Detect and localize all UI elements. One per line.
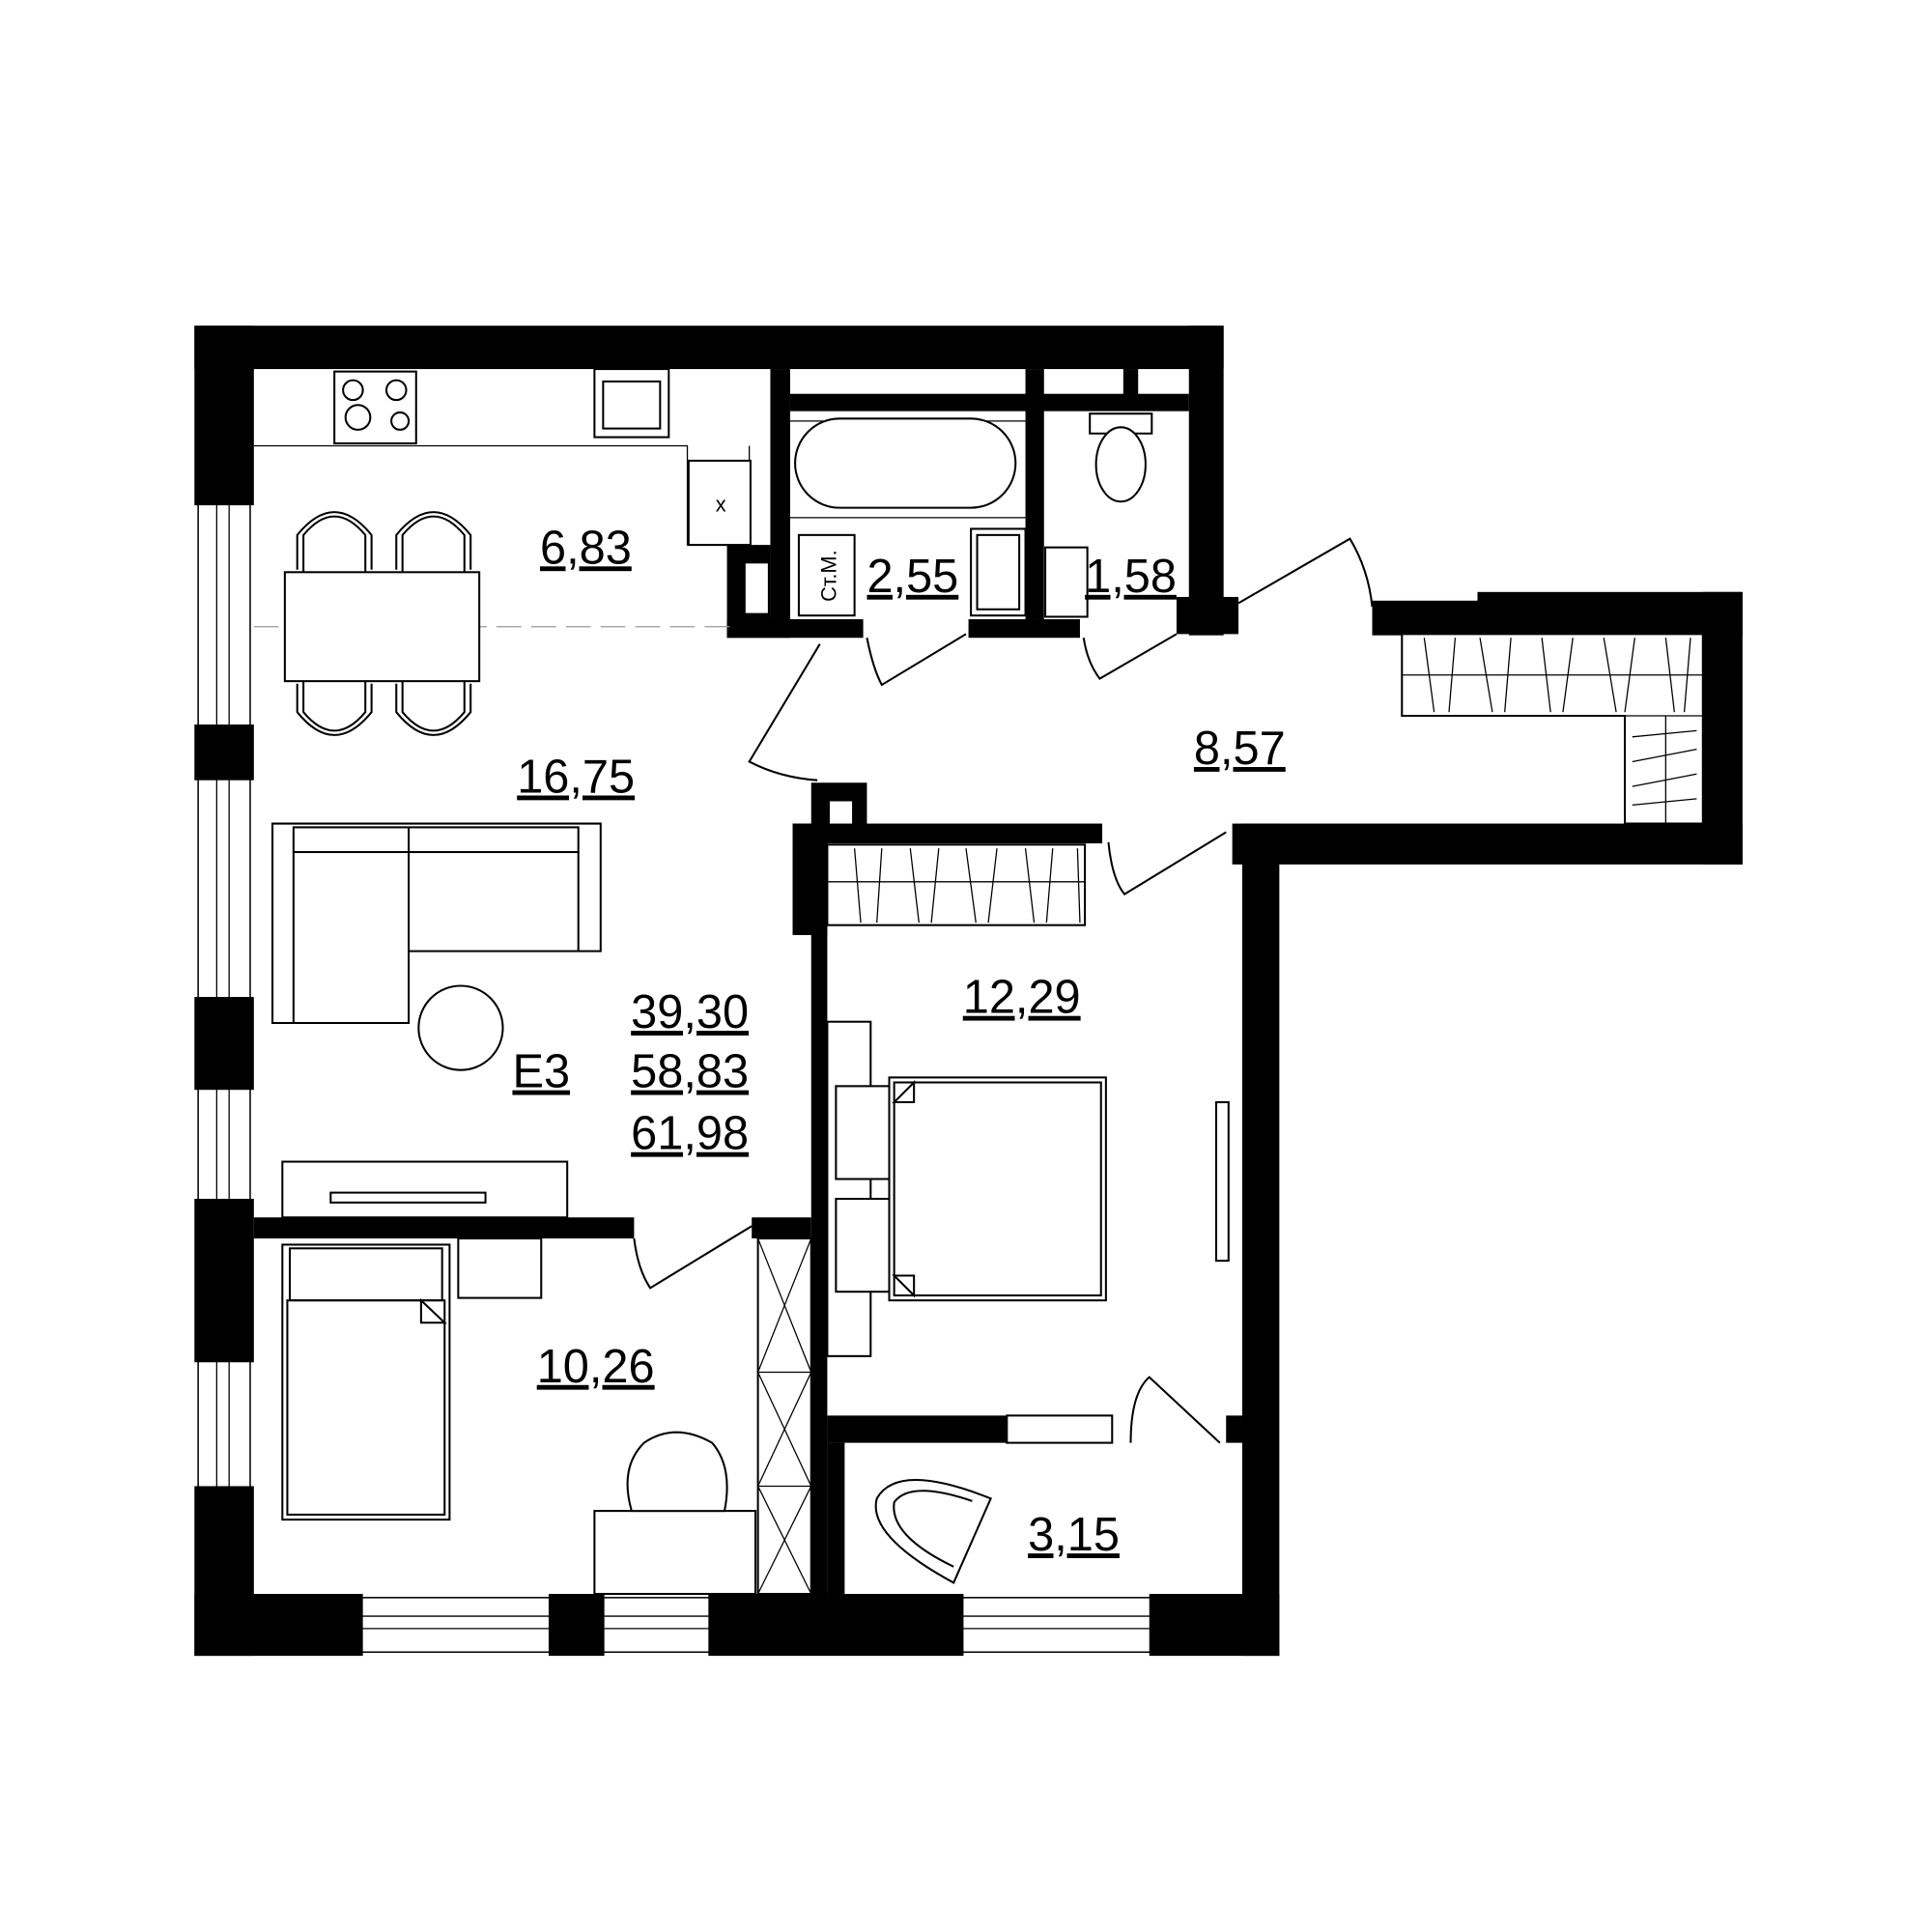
shelf xyxy=(457,1237,543,1299)
doors xyxy=(633,537,1374,1444)
dining-table xyxy=(283,511,481,736)
living-furniture xyxy=(271,822,602,1219)
bedroom-small-area: 10,26 xyxy=(537,1341,655,1393)
kitchen-furniture: x xyxy=(253,368,752,736)
bathroom-area: 2,55 xyxy=(867,551,958,603)
tv-stand xyxy=(281,1160,569,1219)
fridge-mark: x xyxy=(716,492,726,516)
balcony-window xyxy=(1006,1414,1114,1444)
bedroom-door xyxy=(1107,831,1227,895)
total-area-with-balcony: 61,98 xyxy=(631,1108,749,1160)
toilet-tank xyxy=(1089,412,1153,435)
toilet-door xyxy=(1082,633,1178,680)
entrance-door xyxy=(1237,537,1374,608)
fridge-icon xyxy=(687,459,752,547)
walls xyxy=(194,326,1743,1657)
closet xyxy=(756,1237,812,1596)
toilet-bowl xyxy=(1094,426,1147,503)
small-bedroom-furniture xyxy=(281,1237,812,1596)
armchair xyxy=(874,1479,993,1584)
bath-sink xyxy=(970,527,1027,617)
nightstand xyxy=(835,1085,894,1180)
area-labels: 6,83 2,55 1,58 8,57 16,75 12,29 39,30 58… xyxy=(512,522,1285,1561)
hallway-wardrobe xyxy=(1401,633,1704,825)
living-room-area: 16,75 xyxy=(517,752,635,804)
hallway-area: 8,57 xyxy=(1194,723,1286,775)
desk xyxy=(593,1510,757,1596)
double-bed xyxy=(888,1076,1107,1302)
toilet-area: 1,58 xyxy=(1085,551,1177,603)
bedroom-large-area: 12,29 xyxy=(963,972,1081,1024)
wardrobe xyxy=(826,843,1087,926)
single-bed xyxy=(281,1243,451,1521)
balcony-door xyxy=(1129,1376,1221,1444)
bathtub xyxy=(794,417,1017,509)
living-area-total: 39,30 xyxy=(631,986,749,1038)
bedroom-furniture xyxy=(826,843,1230,1357)
balcony-furniture xyxy=(874,1479,993,1584)
washing-machine xyxy=(797,533,856,617)
sink-icon xyxy=(593,368,670,439)
bathroom-door xyxy=(866,633,967,687)
small-bedroom-door xyxy=(633,1225,753,1290)
bathroom-fixtures: Ст.М. xyxy=(789,412,1153,618)
tv xyxy=(329,1191,487,1204)
balcony-area: 3,15 xyxy=(1028,1509,1120,1561)
nightstand xyxy=(835,1198,894,1293)
desk-chair xyxy=(626,1431,728,1513)
kitchen-area: 6,83 xyxy=(540,522,632,574)
coffee-table xyxy=(417,984,504,1071)
total-area: 58,83 xyxy=(631,1046,749,1098)
living-door xyxy=(748,643,821,781)
toilet-sink xyxy=(1044,546,1089,618)
washing-machine-label: Ст.М. xyxy=(816,550,840,602)
apartment-code: Е3 xyxy=(512,1046,570,1098)
sofa xyxy=(271,822,602,1024)
tv xyxy=(1214,1101,1230,1263)
